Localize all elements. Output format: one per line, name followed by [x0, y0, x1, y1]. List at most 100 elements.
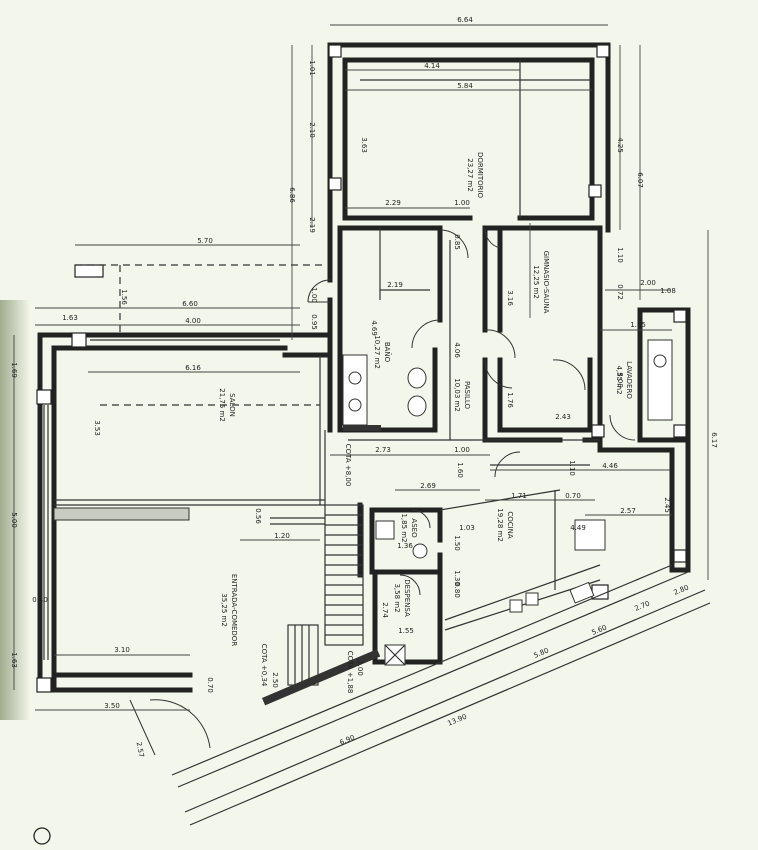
dim-label: 1.03	[459, 524, 475, 532]
room-name-despensa: DESPENSA	[403, 579, 411, 617]
room-name-entrada: ENTRADA-COMEDOR	[230, 574, 238, 646]
dim-label: 4.06	[453, 342, 461, 358]
facade-diagonal	[171, 564, 711, 826]
dim-label: 5.84	[457, 82, 473, 90]
dim-label: 2.10	[308, 122, 316, 138]
wall-bedroom-outer	[327, 42, 611, 233]
level-mark-1: COTA +8,00	[344, 444, 352, 487]
scan-shadow	[0, 300, 30, 720]
dim-label: 1.00	[454, 199, 470, 207]
dim-label: 2.57	[620, 507, 636, 515]
dim-label: 0.70	[206, 677, 214, 693]
room-name-bano: BAÑO	[383, 342, 392, 363]
room-area-lavadero: 4,55 m2	[615, 365, 623, 394]
dim-label: 5.70	[197, 237, 213, 245]
dim-label: 2.29	[385, 199, 401, 207]
dim-label: 4.46	[602, 462, 618, 470]
dim-label: 1.60	[456, 462, 464, 478]
dim-label: 1.76	[506, 392, 514, 408]
dim-label: 3.10	[114, 646, 130, 654]
room-area-entrada: 35,25 m2	[220, 593, 228, 627]
dim-label: 2.45	[663, 497, 671, 513]
dim-label: 2.73	[375, 446, 391, 454]
dim-label: 3.00	[616, 372, 624, 388]
room-name-aseo: ASEO	[410, 518, 418, 538]
dim-label: 2.00	[640, 279, 656, 287]
room-labels: DORMITORIO 23,27 m2 GIMNASIO-SAUNA 12,25…	[218, 152, 633, 646]
dim-label: 2.19	[387, 281, 403, 289]
room-area-gimnasio: 12,25 m2	[532, 265, 540, 299]
room-name-cocina: COCINA	[506, 511, 514, 539]
bath-fixtures	[342, 339, 673, 666]
dim-label: 1.00	[356, 660, 364, 676]
dim-label: 6.90	[338, 733, 355, 746]
room-area-bano: 10,27 m2	[373, 335, 381, 369]
dim-label: 2.74	[381, 602, 389, 618]
level-mark-3: COTA +1,88	[346, 651, 354, 694]
dim-label: 1.30	[453, 570, 461, 586]
entry-threshold	[261, 649, 381, 706]
columns	[36, 44, 687, 693]
dim-label: 0.72	[616, 284, 624, 300]
dimension-labels: 6.64 4.14 5.84 1.01 2.10 3.63 2.29 1.00 …	[10, 16, 718, 758]
dim-label: 0.40	[32, 596, 48, 604]
room-name-salon: SALON	[228, 393, 236, 417]
partitions	[54, 60, 600, 590]
dim-label: 13.90	[446, 713, 468, 728]
dim-label: 2.69	[420, 482, 436, 490]
dim-label: 2.50	[271, 672, 279, 688]
room-area-cocina: 19,28 m2	[496, 508, 504, 542]
dim-label: 6.17	[710, 432, 718, 448]
dim-label: 1.08	[660, 287, 676, 295]
dim-label: 0.80	[453, 582, 461, 598]
dim-label: 0.95	[310, 314, 318, 330]
dim-label: 4.25	[616, 137, 624, 153]
dim-label: 2.70	[633, 599, 650, 612]
dim-label: 6.07	[636, 172, 644, 188]
dim-label: 5.00	[10, 512, 18, 528]
room-area-despensa: 3,58 m2	[393, 583, 401, 612]
room-area-pasillo: 10,03 m2	[453, 378, 461, 412]
dim-label: 1.01	[308, 60, 316, 76]
room-area-salon: 21,75 m2	[218, 388, 226, 422]
dim-label: 1.50	[453, 535, 461, 551]
dim-label: 4.14	[424, 62, 440, 70]
dim-label: 1.00	[454, 446, 470, 454]
dim-label: 1.10	[616, 247, 624, 263]
dim-label: 1.55	[398, 627, 414, 635]
dim-label: 1.63	[10, 652, 18, 668]
room-name-lavadero: LAVADERO	[625, 361, 633, 399]
dim-label: 2.80	[672, 583, 689, 596]
dim-label: 3.53	[93, 420, 101, 436]
dim-label: 4.49	[570, 524, 586, 532]
dim-label: 0.70	[565, 492, 581, 500]
dim-label: 3.63	[360, 137, 368, 153]
room-area-dormitorio: 23,27 m2	[466, 158, 474, 192]
counter-bar	[53, 507, 190, 521]
wall-bedroom-inner	[342, 57, 595, 221]
dim-label: 3.16	[506, 290, 514, 306]
dim-label: 1.56	[120, 289, 128, 305]
dim-label: 1.69	[10, 362, 18, 378]
room-name-dormitorio: DORMITORIO	[476, 152, 484, 199]
dim-label: 1.00	[310, 287, 318, 303]
dimension-lines	[13, 24, 709, 711]
dim-label: 6.64	[457, 16, 473, 24]
room-area-aseo: 1,85 m2	[400, 513, 408, 542]
dim-label: 6.86	[288, 187, 296, 203]
dim-label: 1.65	[630, 321, 646, 329]
dim-label: 2.43	[555, 413, 571, 421]
level-mark-2: COTA +0,34	[260, 644, 268, 687]
level-marks: COTA +8,00 COTA +0,34 COTA +1,88	[260, 444, 354, 694]
room-name-gimnasio: GIMNASIO-SAUNA	[542, 251, 550, 314]
dim-label: 1.20	[274, 532, 290, 540]
dim-label: 4.69	[370, 320, 378, 336]
circle-mark-icon	[33, 827, 51, 845]
dim-label: 1.10	[568, 460, 576, 476]
dim-label: 6.16	[185, 364, 201, 372]
dim-label: 0.85	[453, 234, 461, 250]
dim-label: 1.36	[397, 542, 413, 550]
dim-label: 2.19	[308, 217, 316, 233]
